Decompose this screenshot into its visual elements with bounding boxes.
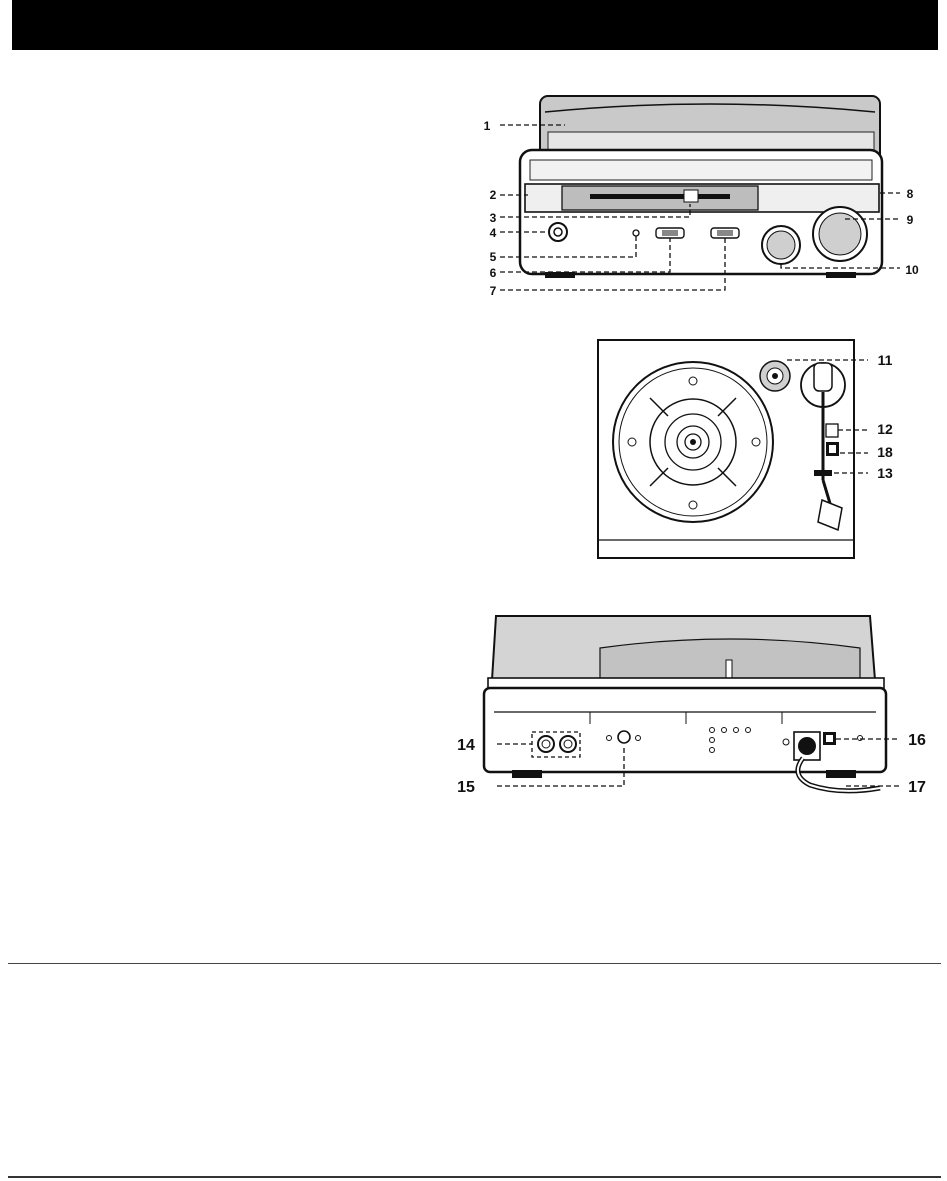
callout-1: 1: [484, 119, 491, 133]
callout-4: 4: [490, 226, 497, 240]
callout-12: 12: [877, 421, 893, 437]
top-view-illustration: [598, 340, 854, 558]
callout-9: 9: [907, 213, 914, 227]
callout-14: 14: [457, 737, 475, 754]
top-view-callouts: 11 12 18 13: [877, 352, 893, 481]
callout-2: 2: [490, 188, 497, 202]
callout-3: 3: [490, 211, 497, 225]
rear-view-illustration: [484, 616, 886, 791]
section-divider: [8, 963, 941, 964]
footer-rule: [8, 1176, 941, 1178]
callout-6: 6: [490, 266, 497, 280]
callout-10: 10: [905, 263, 919, 277]
callout-11: 11: [878, 352, 893, 368]
callout-18: 18: [877, 444, 893, 460]
callout-13: 13: [877, 465, 893, 481]
front-view-illustration: [520, 96, 882, 278]
callout-17: 17: [908, 779, 926, 796]
callout-8: 8: [907, 187, 914, 201]
callout-5: 5: [490, 250, 497, 264]
callout-15: 15: [457, 779, 475, 796]
callout-16: 16: [908, 732, 926, 749]
callout-7: 7: [490, 284, 497, 298]
